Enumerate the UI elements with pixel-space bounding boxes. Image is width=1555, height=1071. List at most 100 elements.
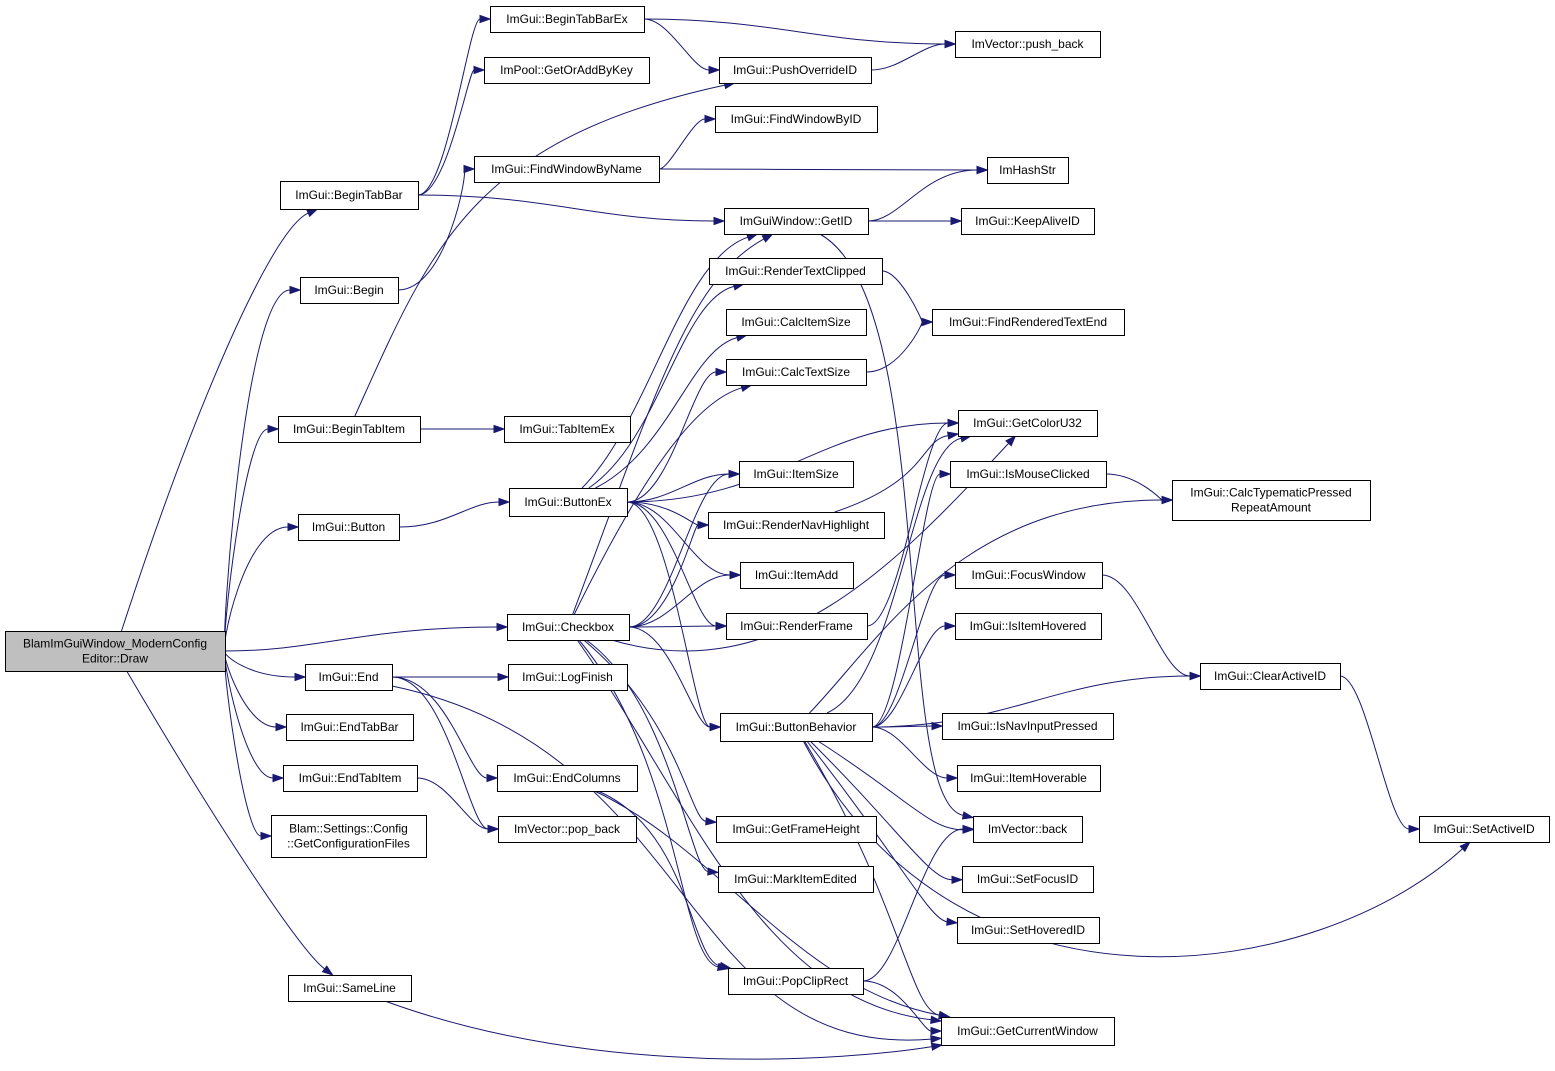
node-tabitemex[interactable]: ImGui::TabItemEx: [504, 416, 631, 443]
node-box: [508, 664, 628, 691]
node-getid[interactable]: ImGuiWindow::GetID: [724, 208, 869, 235]
edge-checkbox-to-rendernavhighlight: [628, 520, 710, 628]
node-getframeheight[interactable]: ImGui::GetFrameHeight: [716, 816, 877, 843]
node-calctextsize[interactable]: ImGui::CalcTextSize: [726, 359, 867, 386]
node-begin[interactable]: ImGui::Begin: [300, 277, 399, 304]
arrowhead: [294, 672, 307, 682]
arrowhead: [946, 431, 960, 440]
edge-line: [224, 626, 498, 652]
node-label: ImGui::GetCurrentWindow: [957, 1024, 1098, 1038]
arrowhead: [267, 424, 280, 434]
arrowhead: [493, 424, 506, 434]
node-findwindowbyname[interactable]: ImGui::FindWindowByName: [474, 156, 660, 183]
edge-line: [354, 84, 726, 417]
node-endtabbar[interactable]: ImGui::EndTabBar: [286, 714, 414, 741]
node-endcolumns[interactable]: ImGui::EndColumns: [497, 765, 638, 792]
node-buttonbehavior[interactable]: ImGui::ButtonBehavior: [720, 713, 873, 742]
node-label: ImVector::pop_back: [514, 822, 621, 836]
node-setactiveid[interactable]: ImGui::SetActiveID: [1419, 816, 1550, 843]
node-begintabbar[interactable]: ImGui::BeginTabBar: [280, 181, 419, 210]
edge-line: [391, 676, 488, 779]
node-endtabitem[interactable]: ImGui::EndTabItem: [283, 765, 418, 792]
node-sameline[interactable]: ImGui::SameLine: [288, 975, 412, 1002]
node-imhashstr[interactable]: ImHashStr: [987, 157, 1069, 184]
node-box: [490, 6, 645, 33]
node-label: ImGui::RenderTextClipped: [725, 264, 866, 278]
edge-line: [626, 501, 717, 627]
edge-ismouseclicked-to-calctypematic: [1105, 473, 1174, 505]
node-box: [305, 664, 393, 691]
node-setfocusid[interactable]: ImGui::SetFocusID: [962, 866, 1094, 893]
arrowhead: [713, 216, 726, 226]
node-itemsize[interactable]: ImGui::ItemSize: [739, 461, 854, 488]
node-box: [726, 309, 867, 336]
edge-checkbox-to-itemsize: [628, 469, 741, 628]
node-label: ImGui::GetFrameHeight: [732, 822, 860, 836]
node-sethoveredid[interactable]: ImGui::SetHoveredID: [957, 917, 1100, 944]
edge-line: [871, 473, 941, 728]
node-isnavinputpressed[interactable]: ImGui::IsNavInputPressed: [942, 713, 1114, 740]
node-calcitemsize[interactable]: ImGui::CalcItemSize: [726, 309, 867, 336]
node-checkbox[interactable]: ImGui::Checkbox: [507, 614, 630, 641]
arrowhead: [1161, 495, 1174, 505]
node-begintabbarex[interactable]: ImGui::BeginTabBarEx: [490, 6, 645, 33]
edge-buttonbehavior-to-setactiveid: [802, 740, 1472, 958]
node-itemhoverable[interactable]: ImGui::ItemHoverable: [957, 765, 1101, 792]
node-getconfigfiles[interactable]: Blam::Settings::Config::GetConfiguration…: [271, 815, 427, 858]
edge-line: [223, 289, 291, 652]
node-findwindowbyid[interactable]: ImGui::FindWindowByID: [715, 106, 878, 133]
edge-root-to-end: [223, 650, 307, 682]
node-keepaliveid[interactable]: ImGui::KeepAliveID: [961, 208, 1095, 235]
edge-buttonex-to-calcitemsize: [595, 333, 749, 489]
edge-line: [626, 501, 699, 526]
edge-line: [809, 499, 1163, 714]
arrowhead: [487, 824, 500, 834]
node-layer: BlamImGuiWindow_ModernConfigEditor::Draw…: [5, 6, 1550, 1046]
node-clearactiveid[interactable]: ImGui::ClearActiveID: [1200, 663, 1341, 690]
node-label: ImGui::IsItemHovered: [970, 619, 1087, 633]
node-itemadd[interactable]: ImGui::ItemAdd: [740, 562, 854, 589]
node-end[interactable]: ImGui::End: [305, 664, 393, 691]
node-getcurrentwindow[interactable]: ImGui::GetCurrentWindow: [941, 1017, 1115, 1046]
node-rendertextclipped[interactable]: ImGui::RenderTextClipped: [709, 258, 883, 285]
node-box: [739, 461, 854, 488]
node-buttonex[interactable]: ImGui::ButtonEx: [509, 488, 628, 517]
edge-rendertextclipped-to-findrenderedtextend: [881, 270, 934, 327]
node-ismouseclicked[interactable]: ImGui::IsMouseClicked: [950, 461, 1107, 488]
node-label: ImGui::Checkbox: [522, 620, 614, 634]
edge-begintabbar-to-begintabbarex: [417, 14, 492, 196]
node-popcliprect[interactable]: ImGui::PopClipRect: [728, 968, 864, 995]
edge-line: [658, 168, 978, 171]
node-markitemedited[interactable]: ImGui::MarkItemEdited: [718, 866, 874, 893]
node-getcoloru32[interactable]: ImGui::GetColorU32: [958, 410, 1098, 437]
node-box: [957, 765, 1101, 792]
edge-line: [417, 18, 481, 196]
node-button[interactable]: ImGui::Button: [298, 514, 400, 541]
node-isitemhovered[interactable]: ImGui::IsItemHovered: [955, 613, 1102, 640]
edge-line: [1339, 675, 1410, 830]
node-box: [740, 562, 854, 589]
node-vectorback[interactable]: ImVector::back: [973, 816, 1083, 843]
edge-line: [806, 740, 948, 923]
node-rendernavhighlight[interactable]: ImGui::RenderNavHighlight: [708, 512, 885, 539]
edge-buttonex-to-calctextsize: [626, 367, 728, 503]
node-logfinish[interactable]: ImGui::LogFinish: [508, 664, 628, 691]
node-begintabitem[interactable]: ImGui::BeginTabItem: [278, 416, 421, 443]
edge-renderframe-to-getcoloru32: [866, 418, 960, 627]
node-renderframe[interactable]: ImGui::RenderFrame: [726, 613, 868, 640]
node-box: [504, 416, 631, 443]
node-label: ImGui::FindRenderedTextEnd: [949, 315, 1107, 329]
node-popback[interactable]: ImVector::pop_back: [498, 816, 637, 843]
arrowhead: [931, 721, 944, 731]
node-pushoverrideid[interactable]: ImGui::PushOverrideID: [719, 57, 872, 84]
node-findrenderedtextend[interactable]: ImGui::FindRenderedTextEnd: [932, 309, 1125, 336]
node-focuswindow[interactable]: ImGui::FocusWindow: [955, 562, 1103, 589]
edge-pushoverrideid-to-pushback: [870, 39, 957, 71]
node-getoraddbykey[interactable]: ImPool::GetOrAddByKey: [484, 57, 650, 84]
node-box: [955, 613, 1102, 640]
arrowhead: [930, 1042, 944, 1051]
node-pushback[interactable]: ImVector::push_back: [955, 31, 1101, 58]
arrowhead: [946, 773, 959, 783]
